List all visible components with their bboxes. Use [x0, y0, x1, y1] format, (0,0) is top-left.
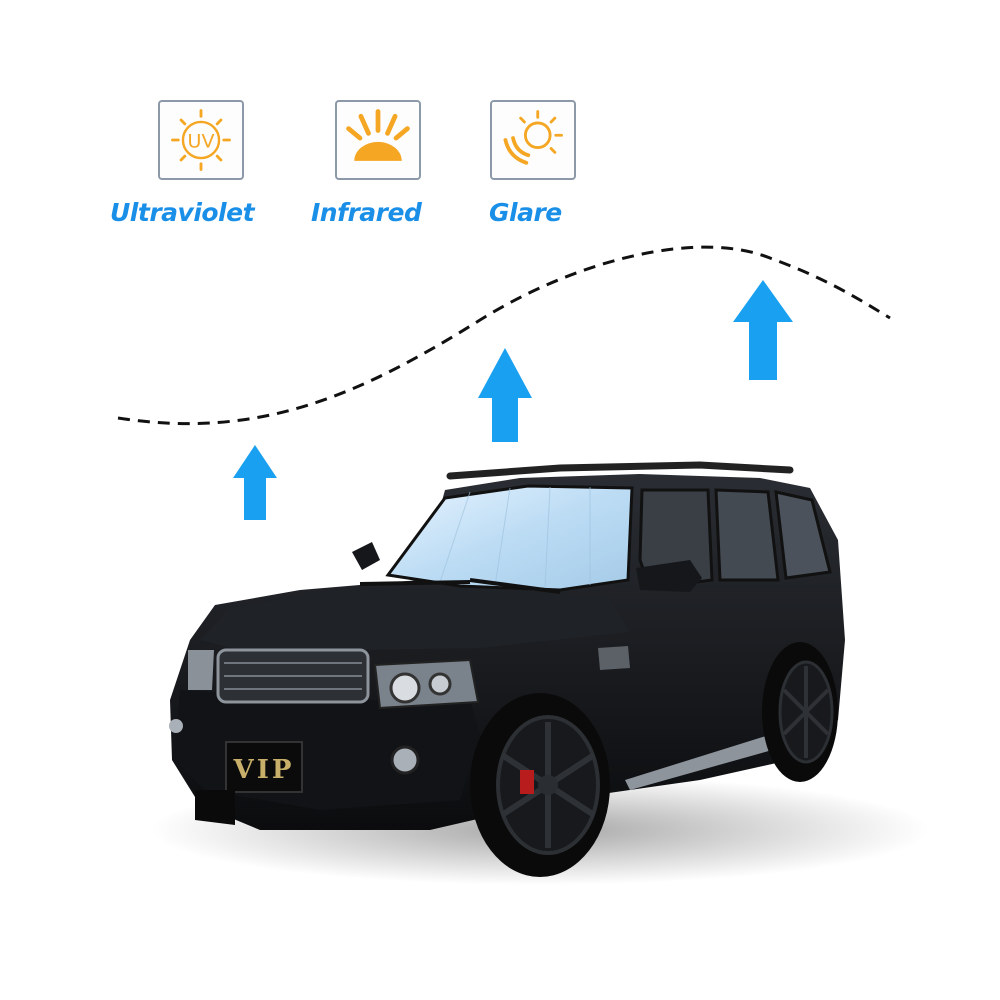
front-left-wheel: [195, 790, 235, 825]
ultraviolet-badge: UV: [158, 100, 244, 180]
license-plate-text: VIP: [233, 755, 295, 785]
infrared-badge: [335, 100, 421, 180]
windshield-sunshade: [385, 484, 634, 592]
uv-sun-icon: UV: [171, 109, 231, 171]
glare-badge: [490, 100, 576, 180]
sun-glare-icon: [503, 110, 563, 165]
sunrise-icon: [346, 109, 410, 161]
suv-vehicle: VIP: [169, 461, 845, 877]
rear-wheel: [762, 642, 838, 782]
glare-label: Glare: [489, 198, 562, 227]
infrared-label: Infrared: [311, 198, 422, 227]
ultraviolet-label: Ultraviolet: [110, 198, 255, 227]
uv-icon-text: UV: [188, 131, 215, 153]
license-plate: [225, 741, 303, 793]
front-wheel: [470, 693, 610, 877]
reflection-arrow-middle: [478, 348, 532, 442]
protection-curve: [117, 245, 891, 426]
reflection-arrow-left: [233, 445, 277, 520]
reflection-arrow-right: [733, 280, 793, 380]
